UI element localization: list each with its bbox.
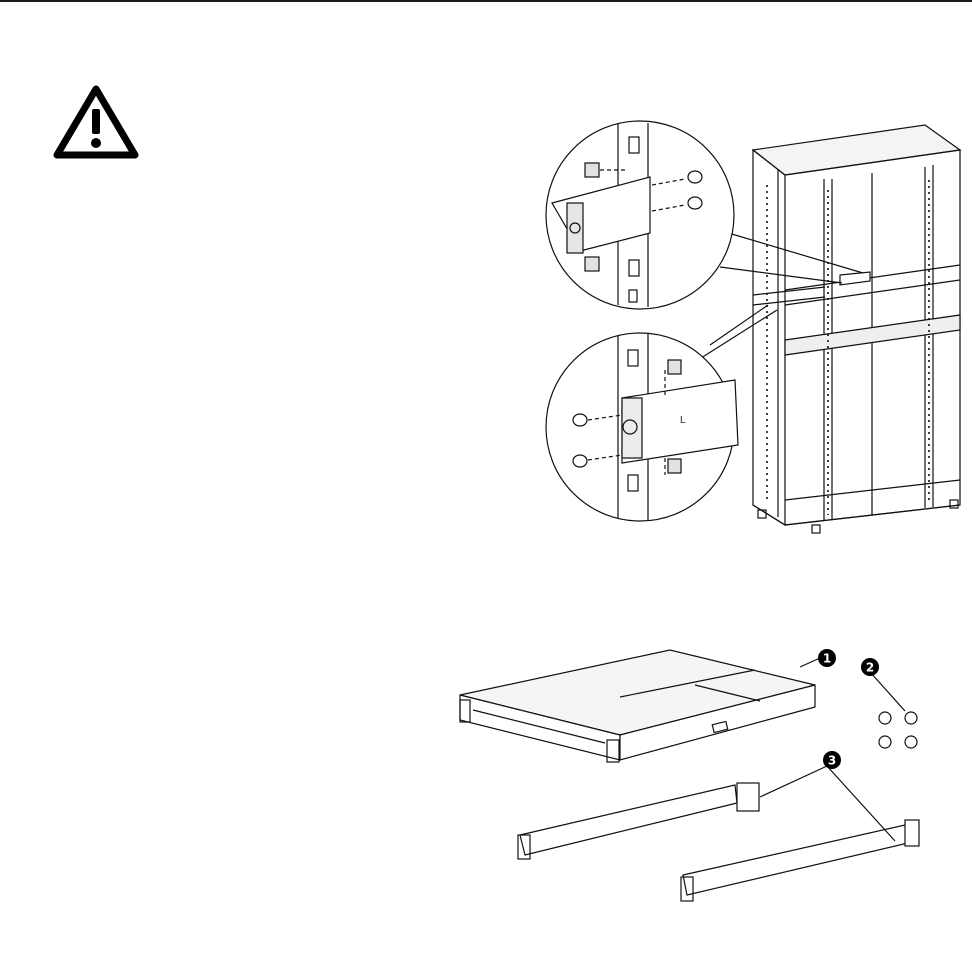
svg-text:3: 3 bbox=[828, 754, 836, 768]
console-unit bbox=[460, 650, 815, 762]
svg-text:1: 1 bbox=[823, 652, 831, 666]
warning-triangle-icon bbox=[53, 85, 139, 159]
kit-contents-figure: 1 2 3 bbox=[455, 645, 935, 910]
rail-side-label: L bbox=[680, 415, 686, 426]
page-top-rule bbox=[0, 0, 972, 2]
rear-rail-detail-circle bbox=[546, 121, 734, 309]
rack-rail-installation-figure: L bbox=[540, 115, 970, 535]
callout-1: 1 bbox=[818, 649, 836, 667]
svg-text:2: 2 bbox=[866, 661, 874, 675]
callout-2: 2 bbox=[861, 658, 879, 676]
mounting-screws bbox=[870, 672, 917, 748]
callout-3: 3 bbox=[823, 751, 841, 769]
front-rail-detail-circle bbox=[546, 333, 738, 521]
rail-kit bbox=[518, 766, 919, 901]
